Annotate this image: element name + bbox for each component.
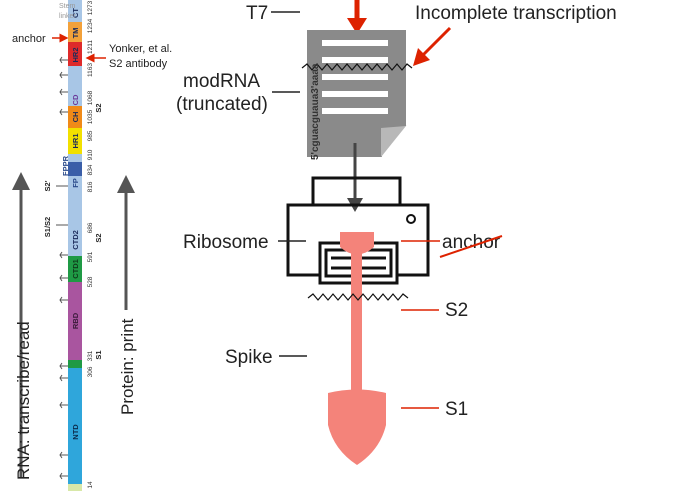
- domain-ch: [68, 106, 82, 128]
- linker-label: linker: [59, 13, 76, 20]
- domain-hr1: [68, 128, 82, 154]
- residue-number: 686: [87, 222, 94, 233]
- spike-shaft: [351, 246, 362, 394]
- region-label-s1: S1: [94, 350, 103, 359]
- residue-number: 1273: [87, 0, 94, 15]
- t7-arrowhead: [347, 18, 367, 34]
- s1-label: S1: [445, 399, 468, 420]
- doc-line-4: [322, 91, 388, 97]
- cleavage-s2prime-label: S2': [43, 180, 52, 191]
- ribosome-label: Ribosome: [183, 232, 269, 253]
- truncation-zigzag: [301, 63, 413, 71]
- domain-cd: [68, 66, 82, 106]
- doc-line-5: [322, 108, 388, 114]
- spike-blade: [328, 389, 386, 465]
- label-ntd: NTD: [71, 424, 80, 440]
- residue-number: 816: [87, 181, 94, 192]
- t7-label: T7: [246, 3, 268, 24]
- residue-number: 1035: [87, 109, 94, 124]
- region-label-s2-lower: S2: [94, 233, 103, 242]
- modrna-document-fold-shade: [381, 126, 406, 157]
- domain-tm: [68, 22, 82, 42]
- region-label-s2: S2: [94, 103, 103, 112]
- domain-fppr-gap: [68, 154, 82, 162]
- spike-handle: [340, 232, 374, 255]
- label-ctd2: CTD2: [71, 230, 80, 250]
- residue-number: 1234: [87, 18, 94, 33]
- domain-fppr: [68, 162, 82, 176]
- membrane-zigzag: [307, 293, 409, 301]
- residue-number: 331: [87, 350, 94, 361]
- label-hr1: HR1: [71, 133, 80, 148]
- domain-sp: [68, 484, 82, 491]
- residue-number: 834: [87, 164, 94, 175]
- doc-line-1: [322, 40, 388, 46]
- spike-label: Spike: [225, 347, 273, 368]
- domain-fp: [68, 176, 82, 224]
- protein-axis-arrowhead: [117, 175, 135, 193]
- domain-ctd2: [68, 224, 82, 256]
- rna-axis-arrowhead: [12, 172, 30, 190]
- residue-number: 1068: [87, 90, 94, 105]
- residue-number: 14: [87, 481, 94, 489]
- printer-light: [406, 214, 416, 224]
- residue-number: 1163: [87, 63, 94, 77]
- rna-axis-label: RNA: transcribe/read: [14, 321, 33, 480]
- s2-label: S2: [445, 300, 468, 321]
- yonker-label: Yonker, et al.: [109, 43, 172, 55]
- modrna-label: modRNA: [183, 71, 260, 92]
- protein-axis-label: Protein: print: [118, 318, 137, 415]
- anchor-label-right: anchor: [442, 232, 501, 253]
- domain-linker-green: [68, 360, 82, 368]
- glycan-ticks: [59, 56, 68, 480]
- rna-sequence: 5'cguacguaua3'aaaa: [310, 63, 321, 160]
- label-ct: CT: [71, 8, 80, 18]
- incomplete-arrowhead: [413, 48, 430, 66]
- anchor-label-left: anchor: [12, 33, 46, 45]
- domain-rbd: [68, 282, 82, 360]
- label-ch: CH: [71, 112, 80, 123]
- label-rbd: RBD: [71, 312, 80, 329]
- domain-ct: [68, 0, 82, 22]
- label-tm: TM: [71, 28, 80, 39]
- label-fppr: FPPR: [61, 155, 70, 176]
- label-cd: CD: [71, 94, 80, 105]
- cleavage-s1s2-label: S1/S2: [43, 217, 52, 237]
- s2-antibody-label: S2 antibody: [109, 58, 168, 70]
- domain-ctd1: [68, 256, 82, 282]
- residue-number: 306: [87, 366, 94, 377]
- doc-line-3: [322, 74, 388, 80]
- residue-number: 1211: [87, 40, 94, 54]
- label-hr2: HR2: [71, 47, 80, 62]
- residue-number: 591: [87, 251, 94, 262]
- stem-label: Stem: [59, 3, 76, 10]
- residue-number: 528: [87, 276, 94, 287]
- residue-number: 910: [87, 149, 94, 160]
- label-ctd1: CTD1: [71, 259, 80, 279]
- residue-number: 985: [87, 130, 94, 141]
- doc-line-2: [322, 57, 388, 63]
- incomplete-transcription-label: Incomplete transcription: [415, 3, 617, 24]
- modrna-truncated-label: (truncated): [176, 94, 268, 115]
- cartoon: T7 Incomplete transcription 5'cguacguaua…: [176, 0, 617, 465]
- domain-hr2: [68, 42, 82, 66]
- domain-ntd: [68, 368, 82, 484]
- anchor-strikethrough: [439, 235, 503, 258]
- domain-map: CT TM HR2 CD CH HR1 FP FPPR CTD2 CTD1 RB…: [12, 0, 172, 491]
- incomplete-arrow: [420, 26, 452, 58]
- label-fp: FP: [71, 178, 80, 188]
